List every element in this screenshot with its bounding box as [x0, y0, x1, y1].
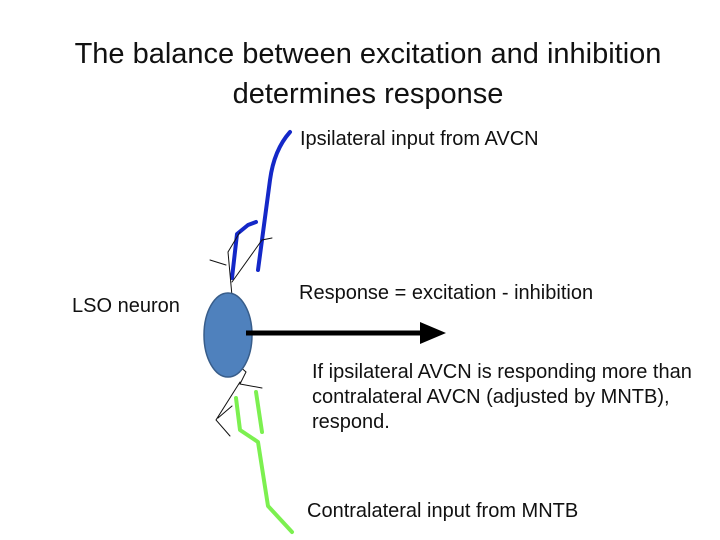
dendrite-upper — [209, 231, 273, 297]
response-arrow-head — [420, 322, 446, 344]
response-equation-label: Response = excitation - inhibition — [299, 282, 594, 304]
slide-title: The balance between excitation and inhib… — [0, 34, 720, 114]
contralateral-axon — [234, 390, 294, 534]
response-condition-text: If ipsilateral AVCN is responding more t… — [312, 361, 692, 433]
lso-neuron-label: LSO neuron — [72, 295, 180, 317]
title-line-1: The balance between excitation and inhib… — [74, 38, 662, 70]
ipsilateral-axon — [230, 130, 292, 280]
lso-neuron-body — [203, 292, 253, 378]
ipsilateral-input-label: Ipsilateral input from AVCN — [300, 128, 539, 150]
contralateral-input-label: Contralateral input from MNTB — [307, 500, 579, 522]
title-line-2: determines response — [232, 78, 504, 110]
